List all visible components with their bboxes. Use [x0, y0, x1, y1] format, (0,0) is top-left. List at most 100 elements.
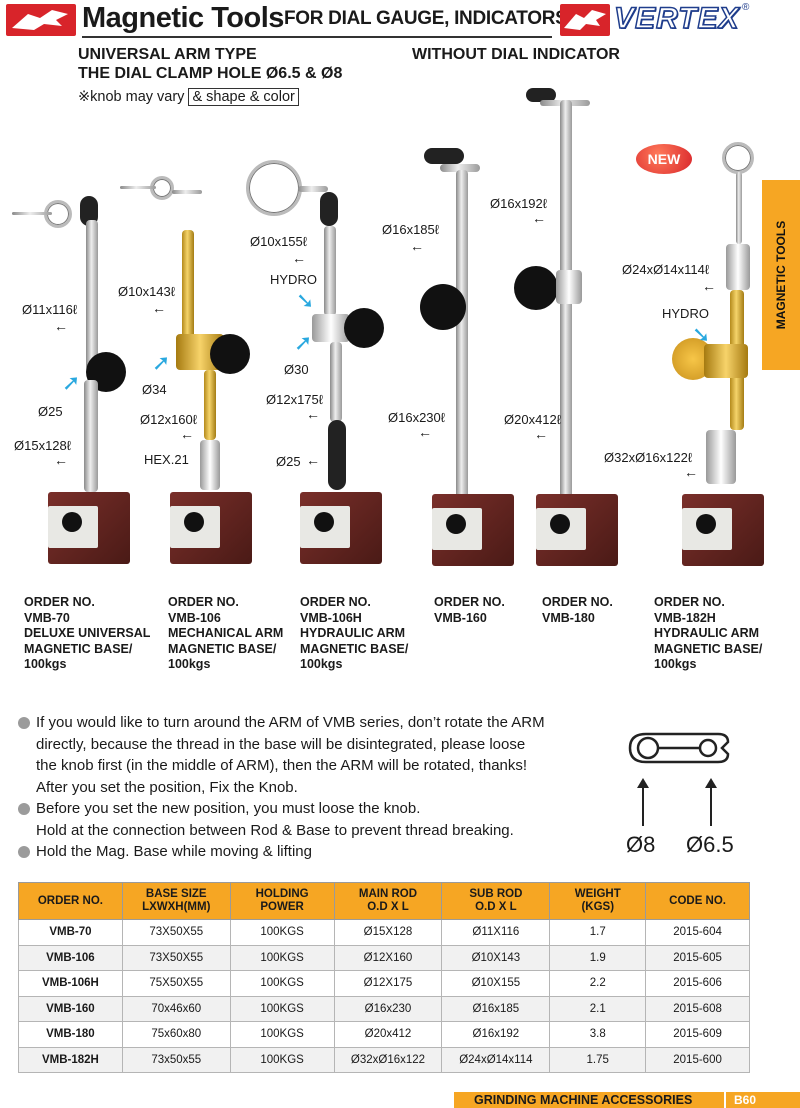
dim-vmb182h-main-rod: Ø32xØ16x122ℓ — [604, 450, 693, 465]
arrow-up-icon — [637, 778, 649, 826]
order-capacity: 100kgs — [654, 657, 697, 671]
order-block-vmb-180: ORDER NO. VMB-180 — [542, 595, 613, 626]
page-number: B60 — [724, 1092, 800, 1108]
arrow-left-icon: ← — [418, 424, 432, 440]
table-cell: 75x60x80 — [121, 1021, 231, 1048]
table-cell: VMB-182H — [18, 1046, 123, 1073]
table-cell: 2015-606 — [645, 970, 750, 997]
pointer-arrow-icon: ➘ — [692, 322, 711, 347]
usage-notes: If you would like to turn around the ARM… — [18, 712, 608, 863]
cross-clamp — [556, 270, 582, 304]
order-desc: MECHANICAL ARM — [168, 626, 284, 640]
order-label: ORDER NO. — [300, 595, 371, 609]
dim-vmb70-main-dia: Ø25 — [38, 404, 63, 419]
cross-clamp — [312, 314, 350, 342]
table-cell: 100KGS — [229, 970, 335, 997]
order-desc: MAGNETIC BASE/ — [654, 641, 763, 656]
side-tab-label: MAGNETIC TOOLS — [774, 220, 788, 330]
table-cell: 100KGS — [229, 1021, 335, 1048]
sub-rod — [182, 230, 194, 340]
order-label: ORDER NO. — [542, 595, 613, 609]
table-cell: 100KGS — [229, 995, 335, 1022]
pointer-arrow-icon: ➚ — [62, 370, 81, 395]
table-cell: 1.9 — [549, 944, 647, 971]
magnetic-base — [48, 492, 130, 564]
arrow-left-icon: ← — [54, 318, 68, 334]
arrow-left-icon: ← — [534, 426, 548, 442]
column-header: CODE NO. — [645, 882, 750, 920]
main-rod — [204, 370, 216, 440]
dim-vmb182h-hydro: HYDRO — [662, 306, 709, 321]
dim-vmb106-clamp: Ø34 — [142, 382, 167, 397]
base-switch-knob-icon — [314, 512, 334, 532]
magnetic-base — [300, 492, 382, 564]
knob-note: ※knob may vary & shape & color — [78, 88, 299, 106]
lock-knob-icon — [420, 284, 466, 330]
magnetic-base — [432, 494, 514, 566]
top-arm — [440, 164, 480, 172]
order-code: VMB-106H — [300, 610, 362, 625]
column-header-line: MAIN ROD — [358, 888, 418, 900]
base-switch-knob-icon — [184, 512, 204, 532]
arrow-left-icon: ← — [54, 452, 68, 468]
dim-vmb182h-sub-rod: Ø24xØ14x114ℓ — [622, 262, 710, 277]
arrow-left-icon: ← — [410, 238, 424, 254]
dim-vmb70-sub-rod: Ø11x116ℓ — [22, 302, 78, 317]
table-cell: Ø24xØ14x114 — [441, 1046, 551, 1073]
note-line: If you would like to turn around the ARM… — [18, 712, 608, 734]
lower-joint — [706, 430, 736, 484]
table-cell: 73X50X55 — [121, 919, 231, 946]
magnetic-base — [170, 492, 252, 564]
dim-vmb180-sub-rod: Ø16x192ℓ — [490, 196, 547, 211]
note-line: Hold the Mag. Base while moving & liftin… — [18, 841, 608, 863]
table-cell: Ø12X160 — [333, 944, 443, 971]
eagle-logo — [6, 4, 76, 36]
table-cell: 100KGS — [229, 919, 335, 946]
table-cell: VMB-106H — [18, 970, 123, 997]
column-header: WEIGHT(KGS) — [549, 882, 647, 920]
indicator-stylus — [120, 186, 156, 189]
arrow-left-icon: ← — [306, 406, 320, 422]
column-header: ORDER NO. — [18, 882, 123, 920]
column-header-line: WEIGHT — [574, 888, 621, 900]
section-heading-without-dial: WITHOUT DIAL INDICATOR — [412, 46, 620, 63]
table-cell: Ø16x192 — [441, 1021, 551, 1048]
brand-eagle-icon — [560, 4, 610, 36]
column-header-line: HOLDING — [255, 888, 309, 900]
order-block-vmb-70: ORDER NO. VMB-70 DELUXE UNIVERSAL MAGNET… — [24, 595, 150, 673]
column-header-line: CODE NO. — [669, 894, 727, 907]
table-cell: VMB-106 — [18, 944, 123, 971]
order-block-vmb-182h: ORDER NO. VMB-182H HYDRAULIC ARM MAGNETI… — [654, 595, 762, 673]
note-line: directly, because the thread in the base… — [36, 735, 526, 753]
column-header-line: ORDER NO. — [37, 894, 103, 907]
arrow-left-icon: ← — [152, 300, 166, 316]
table-cell: Ø20x412 — [333, 1021, 443, 1048]
order-label: ORDER NO. — [24, 595, 95, 609]
note-line: Hold at the connection between Rod & Bas… — [36, 821, 514, 839]
table-cell: 2015-609 — [645, 1021, 750, 1048]
order-code: VMB-160 — [434, 610, 487, 625]
table-cell: 2.1 — [549, 995, 647, 1022]
table-cell: VMB-160 — [18, 995, 123, 1022]
table-cell: Ø15X128 — [333, 919, 443, 946]
main-rod — [84, 380, 98, 492]
clamp-hole-diagram: Ø8 Ø6.5 — [622, 728, 782, 858]
order-block-vmb-160: ORDER NO. VMB-160 — [434, 595, 505, 626]
arrow-left-icon: ← — [532, 210, 546, 226]
base-switch-knob-icon — [446, 514, 466, 534]
table-cell: 100KGS — [229, 1046, 335, 1073]
sub-rod — [324, 226, 336, 316]
dim-vmb106h-clamp: Ø30 — [284, 362, 309, 377]
column-header-line: POWER — [260, 901, 304, 913]
order-capacity: 100kgs — [168, 657, 211, 671]
cross-clamp — [704, 344, 748, 378]
order-block-vmb-106h: ORDER NO. VMB-106H HYDRAULIC ARM MAGNETI… — [300, 595, 408, 673]
